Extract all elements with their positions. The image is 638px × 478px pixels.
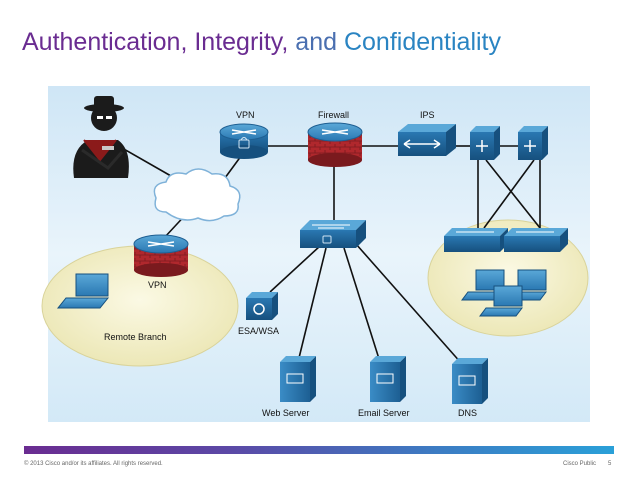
network-links [121, 145, 541, 365]
branch-vpn-router-icon [133, 234, 189, 277]
dns-label: DNS [458, 408, 477, 418]
vpn-router-icon [219, 123, 269, 159]
web-server-icon [280, 356, 316, 402]
internal-laptops-icon [461, 269, 547, 317]
attacker-icon [73, 96, 129, 178]
firewall-icon [307, 122, 363, 167]
email-server-label: Email Server [358, 408, 410, 418]
email-server-icon [370, 356, 406, 402]
vpn-branch-label: VPN [148, 280, 167, 290]
page-number: 5 [608, 461, 612, 467]
title-part-1: Authentication, Integrity, [22, 28, 289, 56]
classification-text: Cisco Public [563, 461, 597, 467]
branch-laptop-icon [56, 273, 110, 309]
firewall-label: Firewall [318, 110, 349, 120]
title-part-3: Confidentiality [343, 28, 501, 56]
core-switch-1-icon [470, 126, 500, 160]
esa-wsa-appliance-icon [246, 292, 278, 320]
copyright-text: © 2013 Cisco and/or its affiliates. All … [24, 461, 163, 467]
internet-cloud-icon [153, 168, 241, 222]
web-server-label: Web Server [262, 408, 309, 418]
slide-title: Authentication, Integrity, and Confident… [22, 28, 501, 57]
access-switch-2-icon [504, 228, 568, 252]
esa-wsa-label: ESA/WSA [238, 326, 279, 336]
dns-server-icon [452, 358, 488, 404]
remote-branch-label: Remote Branch [104, 332, 167, 342]
vpn-top-label: VPN [236, 110, 255, 120]
footer-gradient-bar [24, 446, 614, 454]
ips-appliance-icon [398, 124, 456, 156]
title-part-2: and [288, 28, 344, 56]
core-switch-2-icon [518, 126, 548, 160]
ips-label: IPS [420, 110, 435, 120]
access-switch-1-icon [444, 228, 508, 252]
central-switch-icon [300, 220, 366, 248]
